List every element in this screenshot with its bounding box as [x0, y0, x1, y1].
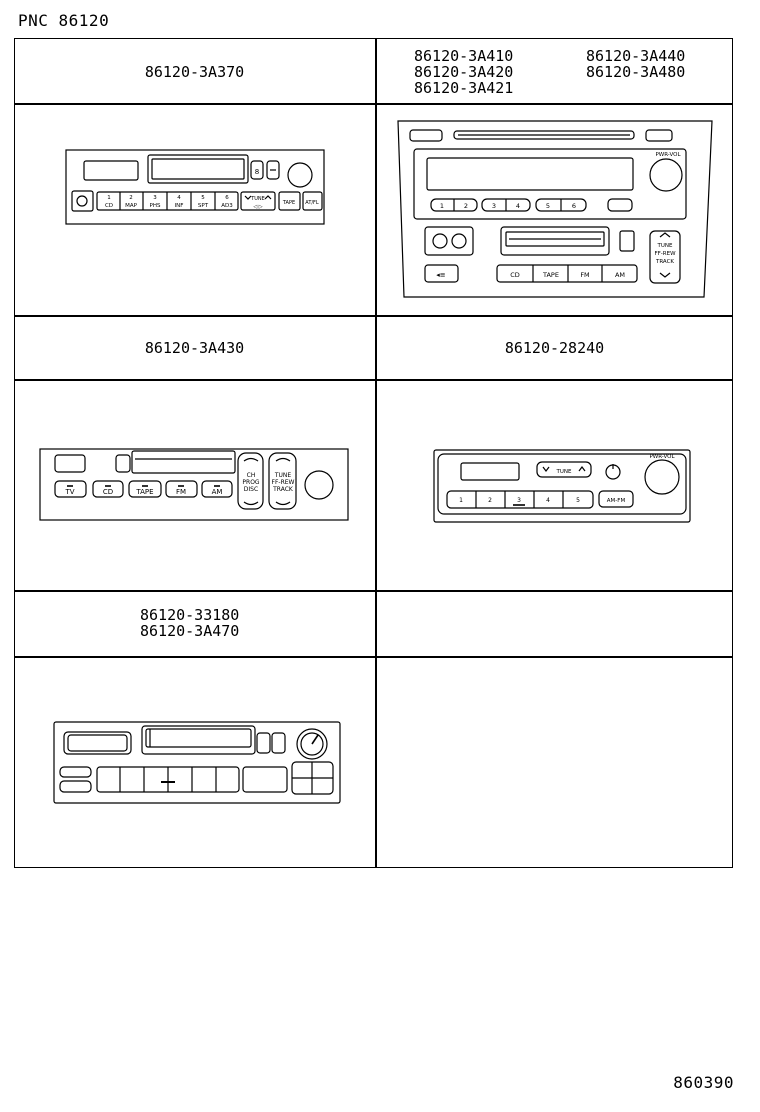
part-number: 86120-3A410	[414, 47, 514, 65]
tape-button-label: TAPE	[542, 271, 559, 279]
mode-label: AT/FL	[305, 200, 319, 206]
fm-button-label: FM	[580, 271, 589, 279]
part-number-28240: 86120-28240	[504, 339, 605, 357]
disc-label: DISC	[244, 486, 258, 493]
preset-3-label: 3	[153, 195, 157, 201]
track-label: TRACK	[272, 486, 294, 493]
track-label: TRACK	[655, 259, 674, 265]
svg-text:8: 8	[255, 168, 259, 176]
preset-2-label: 2	[488, 497, 492, 504]
ffrew-label: FF-REW	[272, 479, 295, 486]
part-number-3a430: 86120-3A430	[144, 339, 245, 357]
cd-button-label: CD	[103, 488, 113, 496]
radio-illustration-3a430: CH PROG DISC TUNE FF-REW TRACK TV CD TAP…	[39, 447, 351, 523]
preset-2-label: 2	[129, 195, 133, 201]
fm-button-label: FM	[176, 488, 186, 496]
part-number: 86120-3A480	[586, 63, 686, 81]
illustration-number: 860390	[673, 1073, 734, 1092]
tape-label: TAPE	[282, 200, 295, 206]
am-button-label: AM	[615, 271, 625, 279]
ffrew-label: FF-REW	[654, 251, 676, 257]
tune-label: TUNE	[274, 472, 292, 479]
tune-label: TUNE	[657, 243, 673, 249]
pwr-vol-label: PWR-VOL	[655, 152, 681, 158]
tv-button-label: TV	[64, 488, 74, 496]
part-number: 86120-33180	[140, 606, 240, 624]
amfm-label: AM-FM	[607, 498, 626, 504]
preset-5-label: 5	[546, 202, 550, 210]
preset-1-label: 1	[440, 202, 444, 210]
prog-label: PROG	[242, 479, 260, 486]
row-divider	[15, 379, 732, 381]
tune-label: TUNE	[250, 196, 265, 202]
column-divider	[375, 39, 377, 867]
am-button-label: AM	[212, 488, 223, 496]
part-number: 86120-3A420	[414, 63, 514, 81]
preset-3-sub: PHS	[150, 203, 161, 209]
part-numbers-col1: 86120-3A410 86120-3A420 86120-3A421	[414, 48, 513, 96]
svg-text:◁ ▷: ◁ ▷	[253, 204, 262, 210]
pwr-vol-label: PWR-VOL	[649, 454, 675, 460]
part-number: 86120-3A421	[414, 79, 514, 97]
row-divider	[15, 656, 732, 658]
tune-label: TUNE	[556, 469, 572, 475]
ch-label: CH	[247, 472, 256, 479]
preset-5-label: 5	[576, 497, 580, 504]
tape-button-label: TAPE	[135, 488, 153, 496]
preset-2-label: 2	[464, 202, 468, 210]
preset-4-label: 4	[516, 202, 520, 210]
preset-3-label: 3	[492, 202, 496, 210]
part-number: 86120-3A440	[586, 47, 686, 65]
part-numbers-col2: 86120-3A440 86120-3A480	[586, 48, 685, 80]
parts-table: 86120-3A370 86120-3A410 86120-3A420 8612…	[14, 38, 733, 868]
preset-6-label: 6	[225, 195, 229, 201]
preset-6-label: 6	[572, 202, 576, 210]
preset-2-sub: MAP	[125, 203, 138, 209]
row-divider	[15, 315, 732, 317]
preset-3-label: 3	[517, 497, 521, 504]
svg-text:◂≡: ◂≡	[436, 271, 446, 279]
radio-illustration-33180	[53, 720, 343, 806]
preset-1-label: 1	[107, 195, 111, 201]
radio-illustration-3a410: PWR-VOL 1 2 3 4 5 6 TUNE	[396, 119, 714, 299]
preset-1-sub: CD	[105, 203, 113, 209]
radio-illustration-28240: TUNE PWR-VOL 1 2 3 4 5 AM-FM	[433, 449, 693, 525]
part-numbers-33180-3a470: 86120-33180 86120-3A470	[140, 607, 239, 639]
preset-4-label: 4	[546, 497, 550, 504]
preset-5-label: 5	[201, 195, 205, 201]
preset-1-label: 1	[459, 497, 463, 504]
part-number-3a370: 86120-3A370	[144, 63, 245, 81]
cd-button-label: CD	[510, 271, 520, 279]
preset-4-label: 4	[177, 195, 181, 201]
row-divider	[15, 103, 732, 105]
preset-5-sub: SPT	[198, 203, 209, 209]
part-number: 86120-3A470	[140, 622, 240, 640]
row-divider	[15, 590, 732, 592]
preset-6-sub: AD3	[221, 203, 233, 209]
pnc-label: PNC 86120	[18, 11, 110, 30]
radio-illustration-3a370: 8 1 CD 2 MAP 3 PHS 4 INF 5 SPT 6 A	[65, 147, 327, 227]
preset-4-sub: INF	[175, 203, 184, 209]
